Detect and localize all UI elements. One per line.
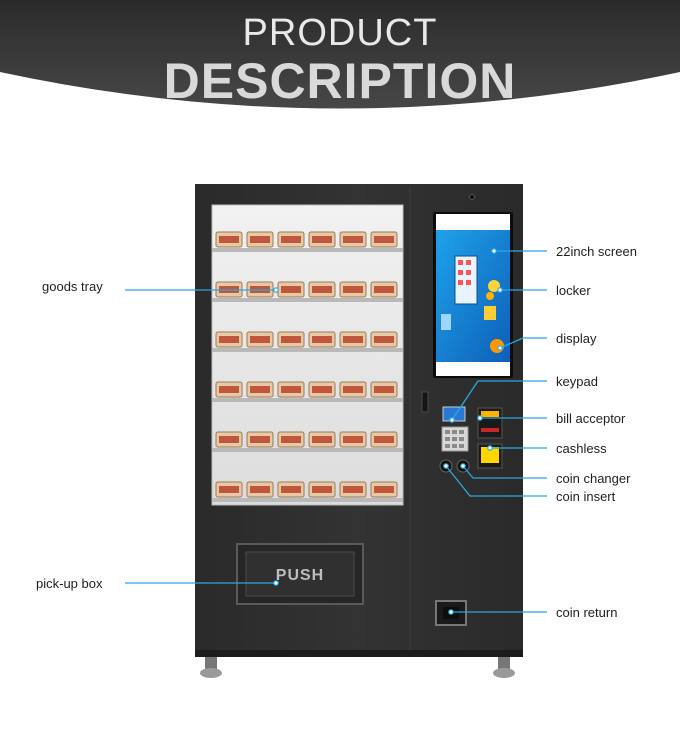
- shelf-rail: [212, 248, 403, 252]
- product-contents: [250, 436, 270, 443]
- product-contents: [219, 436, 239, 443]
- machine-feet: [200, 656, 515, 678]
- label-coin-insert: coin insert: [556, 489, 616, 504]
- label-locker: locker: [556, 283, 591, 298]
- title-product: PRODUCT: [242, 12, 438, 54]
- product-contents: [343, 236, 363, 243]
- shelf-rail: [212, 448, 403, 452]
- product-contents: [312, 286, 332, 293]
- shelf-rail: [212, 498, 403, 502]
- shelf-rail: [212, 348, 403, 352]
- product-contents: [281, 486, 301, 493]
- product-contents: [374, 236, 394, 243]
- product-contents: [281, 336, 301, 343]
- label-screen: 22inch screen: [556, 244, 637, 259]
- product-contents: [374, 486, 394, 493]
- card-slot: [421, 391, 429, 413]
- product-contents: [343, 386, 363, 393]
- product-contents: [281, 236, 301, 243]
- product-contents: [281, 286, 301, 293]
- title-description: DESCRIPTION: [163, 53, 517, 109]
- product-contents: [281, 386, 301, 393]
- label-goods-tray: goods tray: [42, 279, 103, 294]
- glass-window: [211, 204, 404, 506]
- product-contents: [374, 286, 394, 293]
- label-display: display: [556, 331, 597, 346]
- pointer-lines: [125, 250, 547, 613]
- product-contents: [374, 336, 394, 343]
- keypad-panel: [441, 426, 469, 452]
- bill-acceptor-unit: [477, 407, 503, 439]
- pickup-box: [236, 543, 364, 605]
- product-contents: [374, 386, 394, 393]
- push-label: PUSH: [276, 567, 324, 584]
- goods-trays: [212, 231, 403, 502]
- product-contents: [312, 486, 332, 493]
- product-contents: [343, 486, 363, 493]
- label-bill-acceptor: bill acceptor: [556, 411, 626, 426]
- header-banner: [0, 0, 680, 109]
- label-cashless: cashless: [556, 441, 607, 456]
- label-coin-return: coin return: [556, 605, 618, 620]
- product-contents: [343, 286, 363, 293]
- shelf-rail: [212, 298, 403, 302]
- product-contents: [250, 336, 270, 343]
- pointer-dots: [273, 248, 503, 615]
- label-keypad: keypad: [556, 374, 598, 389]
- label-coin-changer: coin changer: [556, 471, 631, 486]
- product-contents: [374, 436, 394, 443]
- product-contents: [250, 236, 270, 243]
- product-contents: [250, 486, 270, 493]
- touch-screen: [433, 212, 513, 378]
- product-contents: [250, 386, 270, 393]
- product-contents: [312, 386, 332, 393]
- product-contents: [219, 236, 239, 243]
- shelf-rail: [212, 398, 403, 402]
- product-contents: [219, 386, 239, 393]
- product-contents: [343, 336, 363, 343]
- label-pickup-box: pick-up box: [36, 576, 103, 591]
- product-contents: [312, 436, 332, 443]
- product-contents: [343, 436, 363, 443]
- camera-icon: [469, 194, 475, 200]
- product-contents: [312, 236, 332, 243]
- product-contents: [219, 486, 239, 493]
- product-contents: [281, 436, 301, 443]
- product-contents: [312, 336, 332, 343]
- product-contents: [219, 336, 239, 343]
